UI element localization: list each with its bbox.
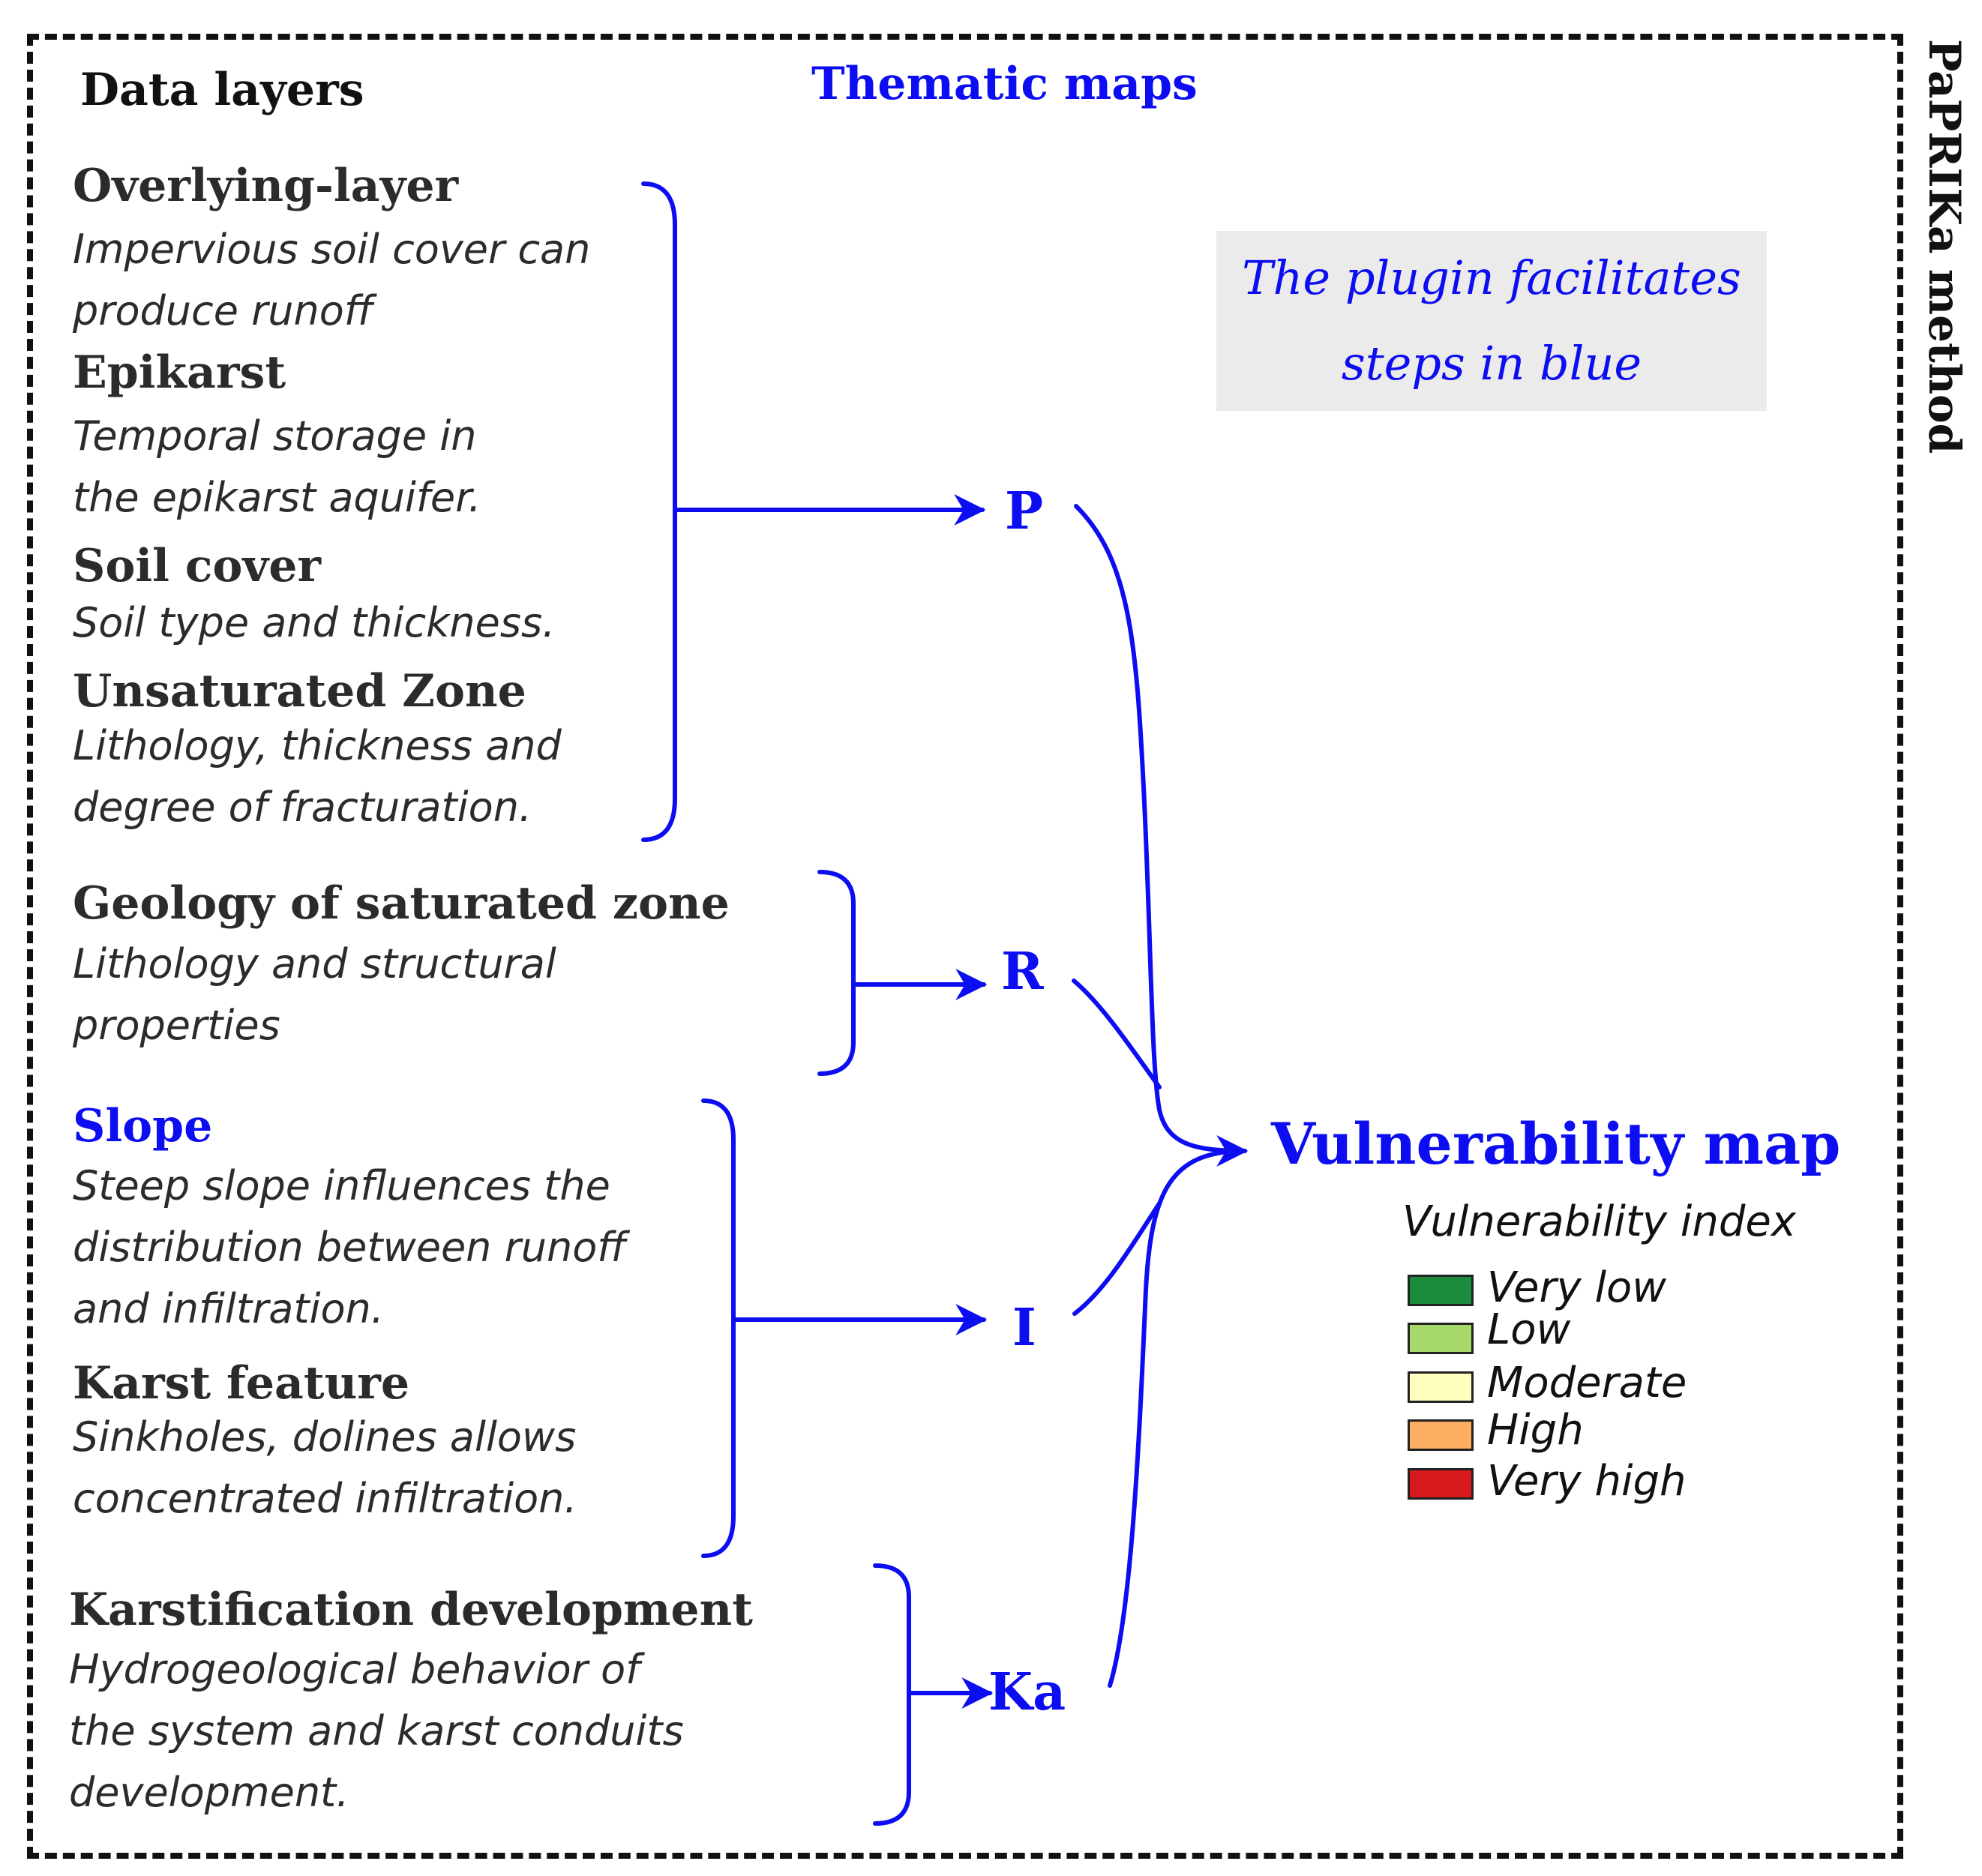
layer-desc-unsaturated-zone: Lithology, thickness and degree of fract… [73,722,562,831]
plugin-note: The plugin facilitates steps in blue [1216,231,1767,411]
layer-title-geology-saturated: Geology of saturated zone [73,877,730,930]
legend-title: Vulnerability index [1402,1197,1796,1246]
legend-label-very-low: Very low [1487,1263,1667,1312]
layer-desc-slope: Steep slope influences the distribution … [73,1162,627,1332]
layer-title-overlying: Overlying-layer [73,160,459,212]
data-layers-header: Data layers [80,64,364,116]
curve-ka [1108,1135,1249,1688]
node-r: R [1001,942,1044,1002]
brace-i [701,1098,736,1558]
layer-title-epikarst: Epikarst [73,346,286,399]
node-ka: Ka [988,1662,1066,1722]
legend-label-high: High [1487,1406,1584,1455]
legend-swatch-very-high [1408,1468,1474,1500]
layer-desc-soil-cover: Soil type and thickness. [73,599,556,646]
legend-swatch-low [1408,1323,1474,1354]
node-i: I [1012,1298,1036,1358]
layer-title-karst-feature: Karst feature [73,1357,410,1410]
legend-swatch-very-low [1408,1275,1474,1306]
brace-ka [873,1563,911,1826]
curve-p [1074,504,1247,1153]
legend-label-low: Low [1487,1305,1571,1354]
layer-desc-overlying: Impervious soil cover can produce runoff [73,226,591,334]
layer-desc-karst-feature: Sinkholes, dolines allows concentrated i… [73,1413,577,1522]
layer-desc-karstification: Hydrogeological behavior of the system a… [69,1646,684,1816]
layer-title-karstification: Karstification development [69,1584,753,1636]
thematic-maps-header: Thematic maps [811,58,1198,110]
brace-r [817,870,856,1076]
legend-label-moderate: Moderate [1487,1359,1687,1407]
legend-label-very-high: Very high [1487,1457,1687,1506]
layer-title-unsaturated-zone: Unsaturated Zone [73,665,526,718]
layer-title-soil-cover: Soil cover [73,540,322,592]
node-p: P [1005,481,1044,541]
plugin-note-line1: The plugin facilitates [1242,250,1741,305]
layer-desc-geology-saturated: Lithology and structural properties [73,940,556,1049]
curve-i [1072,1201,1162,1316]
vulnerability-map-title: Vulnerability map [1271,1110,1841,1177]
plugin-note-line2: steps in blue [1341,336,1642,391]
layer-title-slope: Slope [73,1100,213,1152]
dashed-frame [27,34,1903,1859]
legend-swatch-high [1408,1419,1474,1451]
brace-p [641,181,677,842]
curve-r [1072,978,1162,1089]
layer-desc-epikarst: Temporal storage in the epikarst aquifer… [73,412,481,521]
legend-swatch-moderate [1408,1371,1474,1403]
